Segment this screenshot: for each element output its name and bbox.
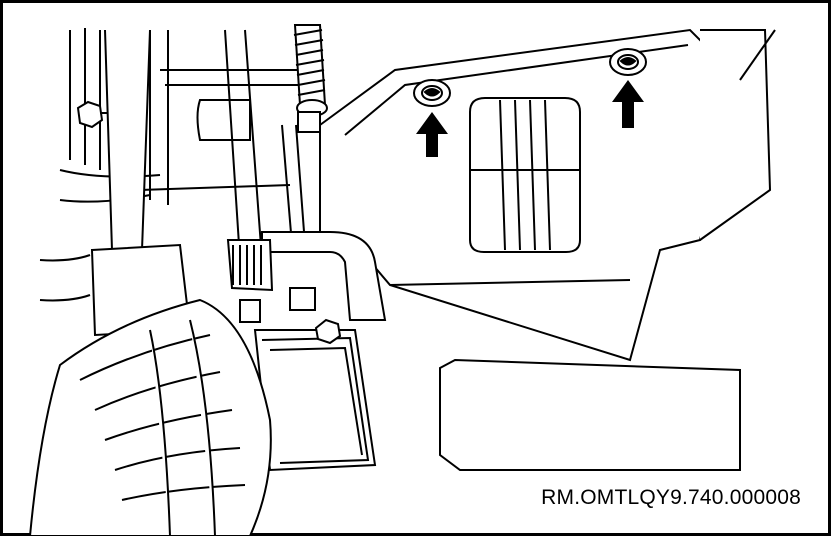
linkage-rod [281,124,306,246]
fastener-icon [609,48,647,76]
lower-housing [253,329,741,472]
arrow-up-icon [612,80,644,128]
panel-opening [469,97,581,253]
background-frame [39,28,300,302]
lever-arm [104,29,151,251]
shift-boot [28,243,272,536]
rod-bracket [226,231,387,323]
bolt-icon [314,318,342,345]
arrow-up-icon [416,112,448,157]
spring-icon [293,24,328,133]
fastener-icon [413,79,451,107]
reference-code: RM.OMTLQY9.740.000008 [541,486,801,509]
